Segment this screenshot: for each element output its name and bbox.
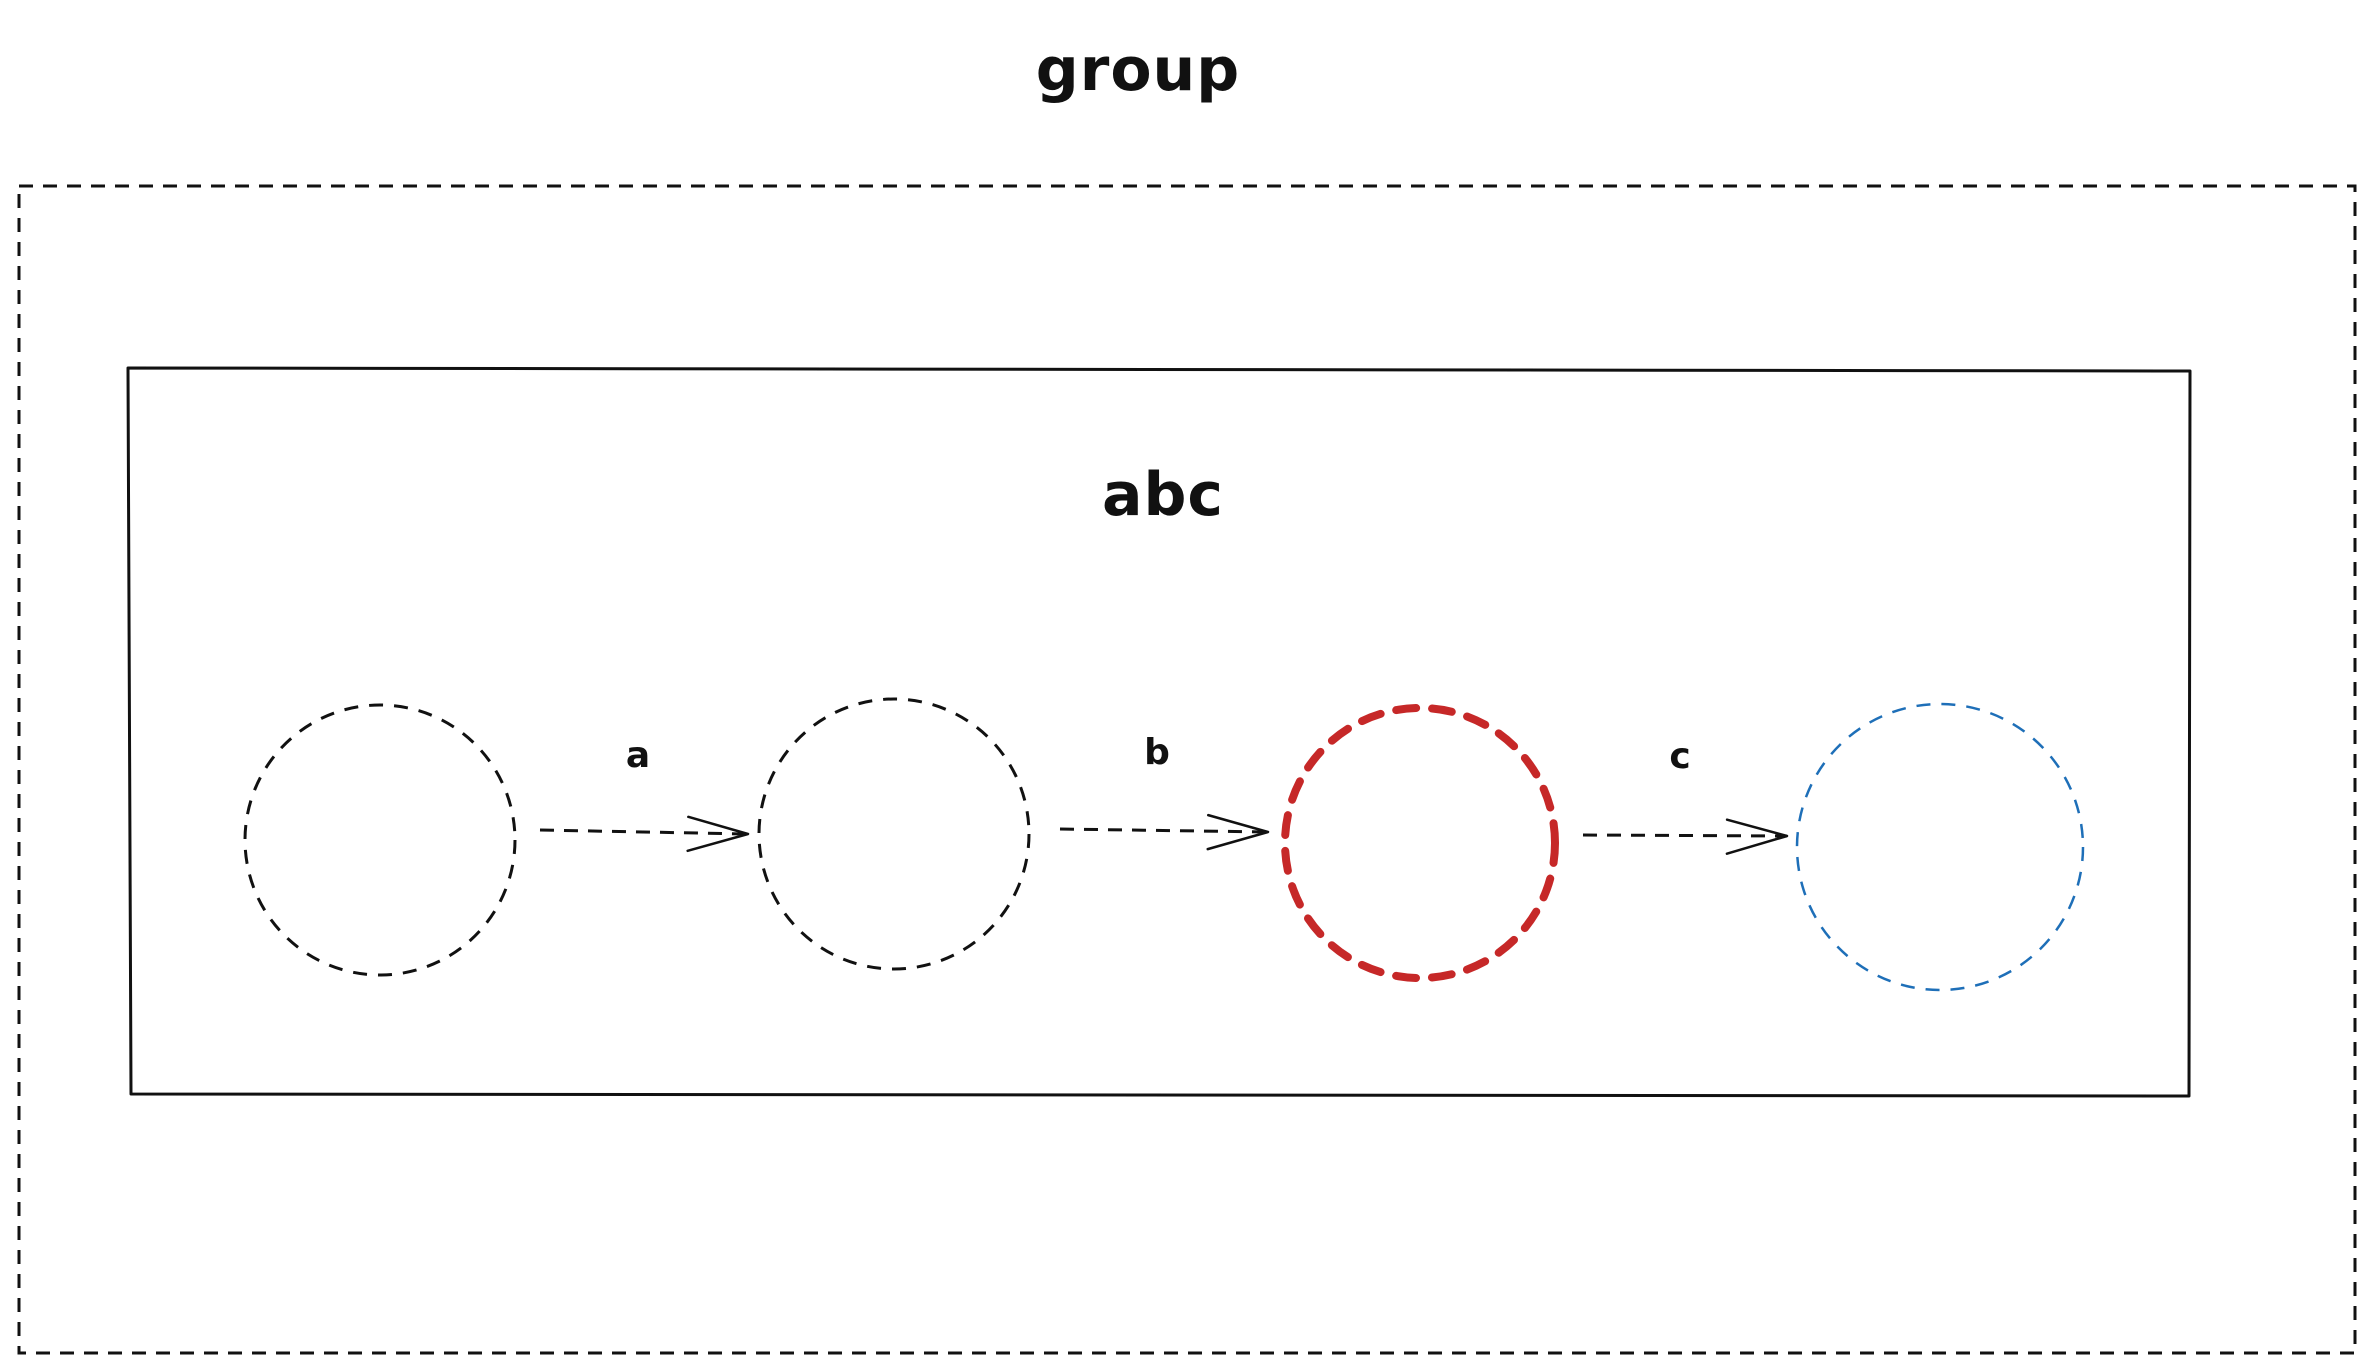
node-4-highlighted-blue[interactable]: [1795, 702, 2085, 992]
group-frame: [17, 184, 2357, 1355]
edge-b-label: b: [1144, 732, 1170, 773]
abc-title: abc: [1102, 460, 1224, 530]
group-title: group: [1036, 35, 1240, 105]
edge-a-label: a: [626, 735, 650, 776]
edge-c-arrow[interactable]: [1582, 818, 1789, 855]
edge-c-label: c: [1669, 736, 1690, 777]
node-1[interactable]: [243, 703, 517, 977]
edge-a-arrow[interactable]: [539, 815, 750, 853]
node-2[interactable]: [757, 697, 1031, 971]
node-3-highlighted-red[interactable]: [1281, 704, 1559, 982]
abc-box: [126, 366, 2192, 1098]
edge-b-arrow[interactable]: [1059, 813, 1270, 851]
